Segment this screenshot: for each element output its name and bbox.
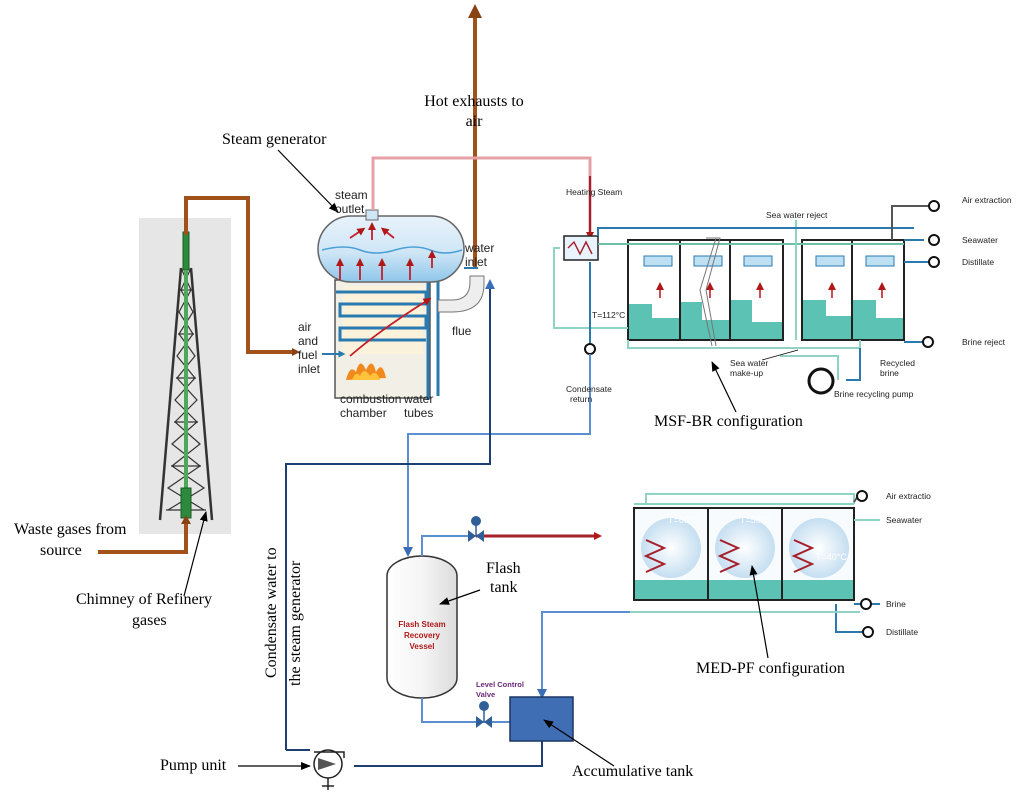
water-tubes-label-1: water bbox=[403, 392, 433, 406]
steam-generator-label: Steam generator bbox=[222, 131, 327, 148]
level-control-label-2: Valve bbox=[476, 690, 495, 699]
msf-heating-steam-label: Heating Steam bbox=[566, 187, 622, 197]
flame-icon bbox=[346, 363, 386, 380]
flash-vessel-label-2: Recovery bbox=[404, 631, 441, 640]
msf-makeup-label-2: make-up bbox=[730, 368, 763, 378]
waste-gas-inlet-pipe bbox=[98, 515, 191, 554]
water-inlet-label-2: inlet bbox=[465, 255, 488, 269]
circulation-arrows bbox=[336, 222, 436, 357]
water-inlet-label-1: water bbox=[464, 241, 494, 255]
flue-label: flue bbox=[452, 324, 472, 338]
chimney-label-1: Chimney of Refinery bbox=[76, 591, 212, 608]
chimney-label-2: gases bbox=[132, 612, 167, 629]
waste-gases-label-1: Waste gases from bbox=[14, 521, 127, 538]
hot-exhaust-label-2: air bbox=[466, 113, 484, 130]
air-fuel-label-3: fuel bbox=[298, 348, 317, 362]
brine-heater bbox=[563, 235, 599, 261]
msf-brine-reject-label: Brine reject bbox=[962, 337, 1006, 347]
med-pf-unit bbox=[630, 490, 880, 638]
chimney-tower bbox=[139, 218, 231, 534]
med-seawater-label: Seawater bbox=[886, 515, 922, 525]
med-effect-temp-3: T=40°C bbox=[816, 552, 847, 562]
msf-br-unit bbox=[553, 176, 940, 395]
flash-tank-leader bbox=[439, 589, 481, 605]
pump-unit-label: Pump unit bbox=[160, 757, 227, 774]
valve-icon[interactable] bbox=[468, 516, 484, 542]
combustion-label-2: chamber bbox=[340, 406, 387, 420]
msf-makeup-label-1: Sea water bbox=[730, 358, 768, 368]
med-effect-temp-1: T=60°C bbox=[668, 515, 699, 525]
msf-recycled-brine-label-1: Recycled bbox=[880, 358, 915, 368]
condensate-feed-pipe bbox=[285, 279, 495, 750]
steam-drum bbox=[317, 215, 465, 283]
msf-br-label: MSF-BR configuration bbox=[654, 413, 803, 430]
med-brine-label: Brine bbox=[886, 599, 906, 609]
msf-condensate-label-1: Condensate bbox=[566, 384, 612, 394]
msf-recycling-pump-label: Brine recycling pump bbox=[834, 389, 914, 399]
waste-gas-pipe bbox=[184, 196, 300, 356]
msf-brine-pools bbox=[629, 300, 903, 339]
msf-sea-water-reject-label: Sea water reject bbox=[766, 210, 828, 220]
med-pf-label: MED-PF configuration bbox=[696, 660, 845, 677]
flash-vessel-label-1: Flash Steam bbox=[398, 620, 445, 629]
accumulative-tank-label: Accumulative tank bbox=[572, 763, 693, 780]
level-control-valve-icon[interactable] bbox=[476, 701, 492, 728]
msf-recycled-brine-label-2: brine bbox=[880, 368, 899, 378]
air-fuel-label-1: air bbox=[298, 320, 311, 334]
med-pf-leader bbox=[749, 565, 769, 659]
condensate-return-pipe bbox=[403, 354, 591, 557]
steam-generator-leader bbox=[277, 149, 339, 213]
brine-recycling-pump bbox=[807, 367, 835, 395]
hot-exhaust-pipe bbox=[468, 4, 482, 268]
hot-exhaust-label-1: Hot exhausts to bbox=[424, 93, 524, 110]
chimney-leader bbox=[183, 511, 208, 597]
med-distillate-label: Distillate bbox=[886, 627, 918, 637]
pump-unit-icon bbox=[313, 749, 345, 790]
msf-temp-label: T=112°C bbox=[592, 310, 625, 320]
air-fuel-label-4: inlet bbox=[298, 362, 321, 376]
waste-gases-label-2: source bbox=[40, 542, 82, 559]
level-control-label-1: Level Control bbox=[476, 680, 524, 689]
condensate-water-label-2: the steam generator bbox=[287, 560, 304, 686]
water-tubes-label-2: tubes bbox=[404, 406, 433, 420]
flash-vessel-label-3: Vessel bbox=[410, 642, 435, 651]
msf-air-extraction-label: Air extraction bbox=[962, 195, 1012, 205]
med-effect-temp-2: T=50°C bbox=[740, 515, 771, 525]
med-air-extraction-label: Air extractio bbox=[886, 491, 931, 501]
accumulative-tank-leader bbox=[543, 719, 615, 767]
flash-tank-label-1: Flash bbox=[486, 560, 521, 577]
accumulative-tank bbox=[509, 696, 574, 742]
steam-generator bbox=[317, 156, 592, 400]
steam-supply-pipe bbox=[371, 156, 592, 210]
condensate-water-label-1: Condensate water to bbox=[263, 547, 280, 678]
flash-tank-label-2: tank bbox=[490, 579, 518, 596]
combustion-label-1: combustion bbox=[340, 392, 401, 406]
air-fuel-label-2: and bbox=[298, 334, 318, 348]
msf-br-leader bbox=[711, 361, 737, 413]
steam-outlet-label-1: steam bbox=[335, 188, 368, 202]
msf-seawater-label: Seawater bbox=[962, 235, 998, 245]
msf-distillate-label: Distillate bbox=[962, 257, 994, 267]
steam-outlet-label-2: outlet bbox=[335, 202, 365, 216]
msf-condensate-label-2: return bbox=[570, 394, 592, 404]
